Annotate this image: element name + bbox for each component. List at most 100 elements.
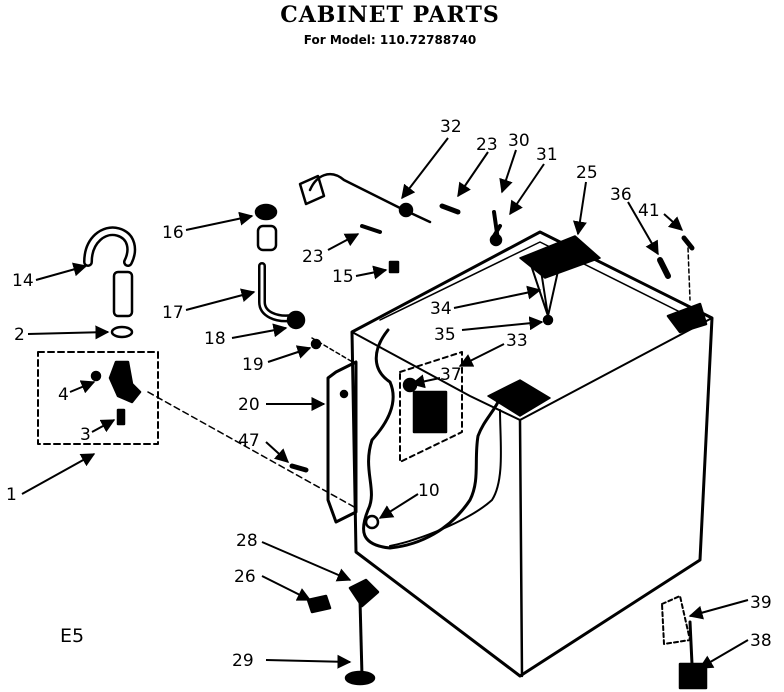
label-16: 16: [162, 223, 184, 243]
front-leg: [358, 598, 364, 678]
label-33: 33: [506, 331, 528, 351]
lock-nut: [306, 594, 332, 614]
drain-hose-tube: [112, 270, 134, 318]
leader-29: [265, 654, 352, 669]
grommet-10: [364, 514, 380, 530]
page-code: E5: [60, 625, 85, 647]
label-4: 4: [58, 385, 69, 405]
leveling-leg: [688, 620, 694, 666]
label-14: 14: [12, 271, 34, 291]
connector-dash-right: [687, 247, 691, 301]
leader-31: [509, 163, 545, 216]
leader-17: [185, 288, 256, 311]
label-41: 41: [638, 201, 660, 221]
leader-23b: [327, 233, 360, 251]
spring-30: [489, 233, 503, 247]
connector-dash-left: [311, 337, 357, 365]
label-23b: 23: [302, 247, 324, 267]
hose-clamp: [110, 325, 134, 339]
wire-harness: [361, 328, 502, 550]
label-23a: 23: [476, 135, 498, 155]
leveling-foot: [678, 662, 708, 690]
clip-15: [388, 260, 400, 274]
leader-47: [265, 441, 290, 463]
label-47: 47: [238, 431, 260, 451]
label-31: 31: [536, 145, 558, 165]
label-29: 29: [232, 651, 254, 671]
hose-spring-18: [286, 310, 306, 330]
leader-1: [21, 453, 96, 495]
hose-coupling-16: [254, 203, 278, 221]
leg-bracket: [661, 595, 691, 645]
label-37: 37: [440, 365, 462, 385]
leader-15: [355, 265, 388, 280]
label-18: 18: [204, 329, 226, 349]
label-2: 2: [14, 325, 25, 345]
cabinet-body: [350, 230, 714, 678]
screw-23a: [439, 203, 461, 215]
diagram-subtitle: For Model: 110.72788740: [303, 33, 477, 47]
wire-harness-32: [308, 172, 432, 224]
hose-coupling-body: [256, 224, 278, 252]
connector-dash-valve: [147, 391, 357, 509]
label-30: 30: [508, 131, 530, 151]
leader-18: [231, 323, 288, 339]
diagram-title: CABINET PARTS: [280, 2, 500, 28]
leader-30: [499, 149, 517, 194]
screw-23b: [360, 224, 382, 234]
leader-38: [698, 639, 749, 669]
leader-26: [261, 575, 312, 601]
top-center-brace: [519, 235, 601, 279]
leader-4: [69, 380, 96, 394]
top-front-brace: [487, 379, 551, 417]
label-26: 26: [234, 567, 256, 587]
leader-23a: [457, 151, 489, 198]
harness-clip: [398, 202, 414, 218]
cabinet-front-edge: [518, 418, 524, 678]
label-17: 17: [162, 303, 184, 323]
leader-36: [627, 201, 659, 256]
valve-box: [37, 351, 159, 445]
label-25: 25: [576, 163, 598, 183]
timer-switch: [412, 390, 448, 434]
harness-plug: [298, 174, 326, 206]
panel-box: [399, 351, 463, 463]
valve-stem-3: [116, 408, 126, 426]
leader-34: [453, 285, 542, 309]
leader-10: [378, 493, 419, 519]
label-1: 1: [6, 485, 17, 505]
valve-body: [108, 360, 142, 404]
leader-2: [27, 325, 110, 340]
leader-35: [461, 316, 544, 331]
leader-19: [267, 345, 312, 363]
label-36: 36: [610, 185, 632, 205]
leader-14: [35, 262, 88, 281]
top-right-brace: [666, 302, 708, 334]
clip-41: [681, 235, 695, 251]
label-3: 3: [80, 425, 91, 445]
leader-28: [261, 541, 352, 582]
leader-3: [91, 419, 116, 433]
label-35: 35: [434, 325, 456, 345]
valve-screw-4: [90, 370, 102, 382]
screw-47: [289, 463, 309, 473]
rod-clip-35: [542, 314, 554, 326]
bracket-hole: [339, 389, 349, 399]
leader-16: [185, 211, 254, 231]
label-34: 34: [430, 299, 452, 319]
label-28: 28: [236, 531, 258, 551]
label-32: 32: [440, 117, 462, 137]
leader-25: [572, 181, 587, 236]
cabinet-top-inner: [379, 241, 701, 323]
leader-32: [401, 137, 449, 200]
fill-hose-inner: [260, 264, 294, 320]
leader-37: [410, 374, 441, 389]
drain-hose-elbow-inner: [85, 228, 134, 265]
label-20: 20: [238, 395, 260, 415]
front-bracket: [326, 360, 358, 524]
switch-knob: [402, 377, 418, 393]
leader-41: [663, 213, 684, 231]
label-39: 39: [750, 593, 772, 613]
label-15: 15: [332, 267, 354, 287]
